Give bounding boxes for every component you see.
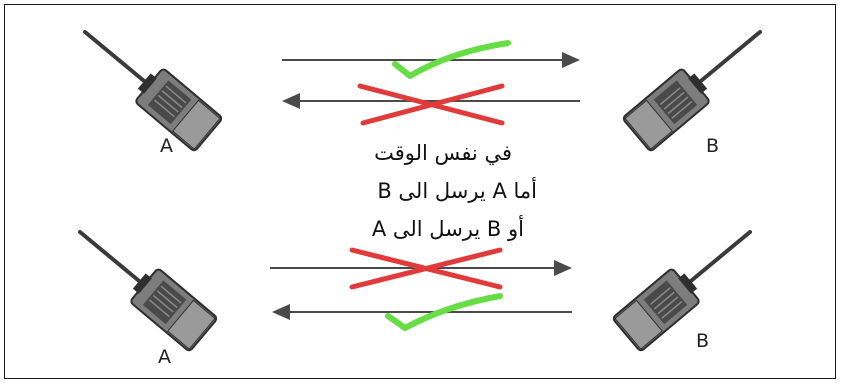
radio-bottom-right-icon xyxy=(612,232,750,352)
label-top-left-a: A xyxy=(160,137,173,156)
caption-line-3: أو B يرسل الى A xyxy=(372,219,524,240)
cross-top-icon xyxy=(360,86,502,123)
caption-line-1: في نفس الوقت xyxy=(374,143,512,164)
radio-top-right-icon xyxy=(622,32,760,152)
radio-top-left-icon xyxy=(85,32,223,152)
radio-bottom-left-icon xyxy=(80,232,218,352)
label-bottom-left-a: A xyxy=(158,348,171,367)
label-top-right-b: B xyxy=(706,137,719,156)
caption-line-2: أما A يرسل الى B xyxy=(377,181,537,202)
label-bottom-right-b: B xyxy=(696,332,709,351)
